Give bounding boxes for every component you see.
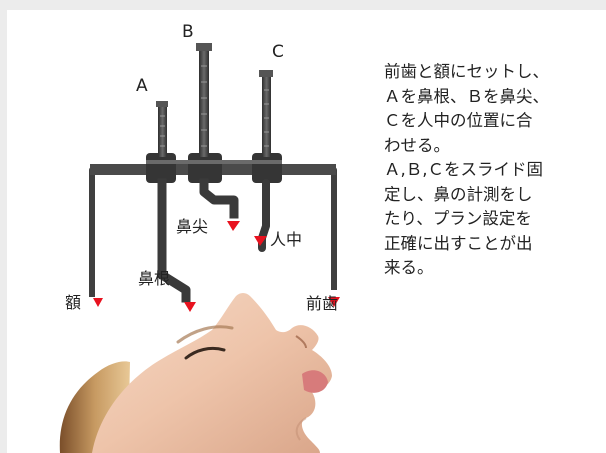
label-front-teeth: 前歯 [306,294,339,313]
description-line: たり、プラン設定を [384,209,532,228]
clamp-detail [146,160,282,164]
label-b: B [182,22,194,42]
rod-c [262,77,271,157]
panel-left-edge [0,0,7,453]
scale-ticks [160,65,269,147]
description-line: 正確に出すことが出 [384,233,533,253]
description-text: 前歯と額にセットし、 Ａを鼻根、Ｂを鼻尖、 Ｃを人中の位置に合 わせる。 Ａ,Ｂ… [384,60,596,281]
face-illustration [59,293,332,453]
marker-nasal-root [184,302,196,312]
lips [302,370,328,393]
description-line: 前歯と額にセットし、 [384,62,549,81]
description-line: 来る。 [384,258,434,277]
rod-b-top [196,43,212,51]
label-c: C [272,42,284,62]
label-philtrum: 人中 [270,230,303,249]
eyebrow [176,325,234,344]
rod-b-probe [199,178,239,219]
label-forehead: 額 [65,293,82,312]
rod-c-top [259,70,273,77]
description-line: Ｃを人中の位置に合 [384,111,533,130]
label-nasal-root: 鼻根 [138,269,171,288]
clamp-c [252,153,282,183]
description-line: Ａを鼻根、Ｂを鼻尖、 [384,86,549,106]
chin-shadow [295,417,307,441]
description-line: 定し、鼻の計測をし [384,184,533,204]
eyelashes [184,346,226,360]
description-line: わせる。 [384,135,450,155]
contact-markers [93,221,340,312]
label-a: A [136,76,148,96]
label-nose-tip: 鼻尖 [176,217,209,236]
rod-a-probe [157,178,191,303]
marker-philtrum [254,236,267,246]
description-line: Ａ,Ｂ,Ｃをスライド固 [384,160,543,179]
rod-b [199,51,209,157]
marker-forehead [93,298,103,307]
face-skin [92,293,332,453]
marker-nose-tip [227,221,240,231]
measuring-device [89,43,337,303]
rod-a-top [156,101,168,107]
marker-front-teeth [328,297,340,307]
nostril [295,335,307,349]
rod-a [158,107,167,157]
